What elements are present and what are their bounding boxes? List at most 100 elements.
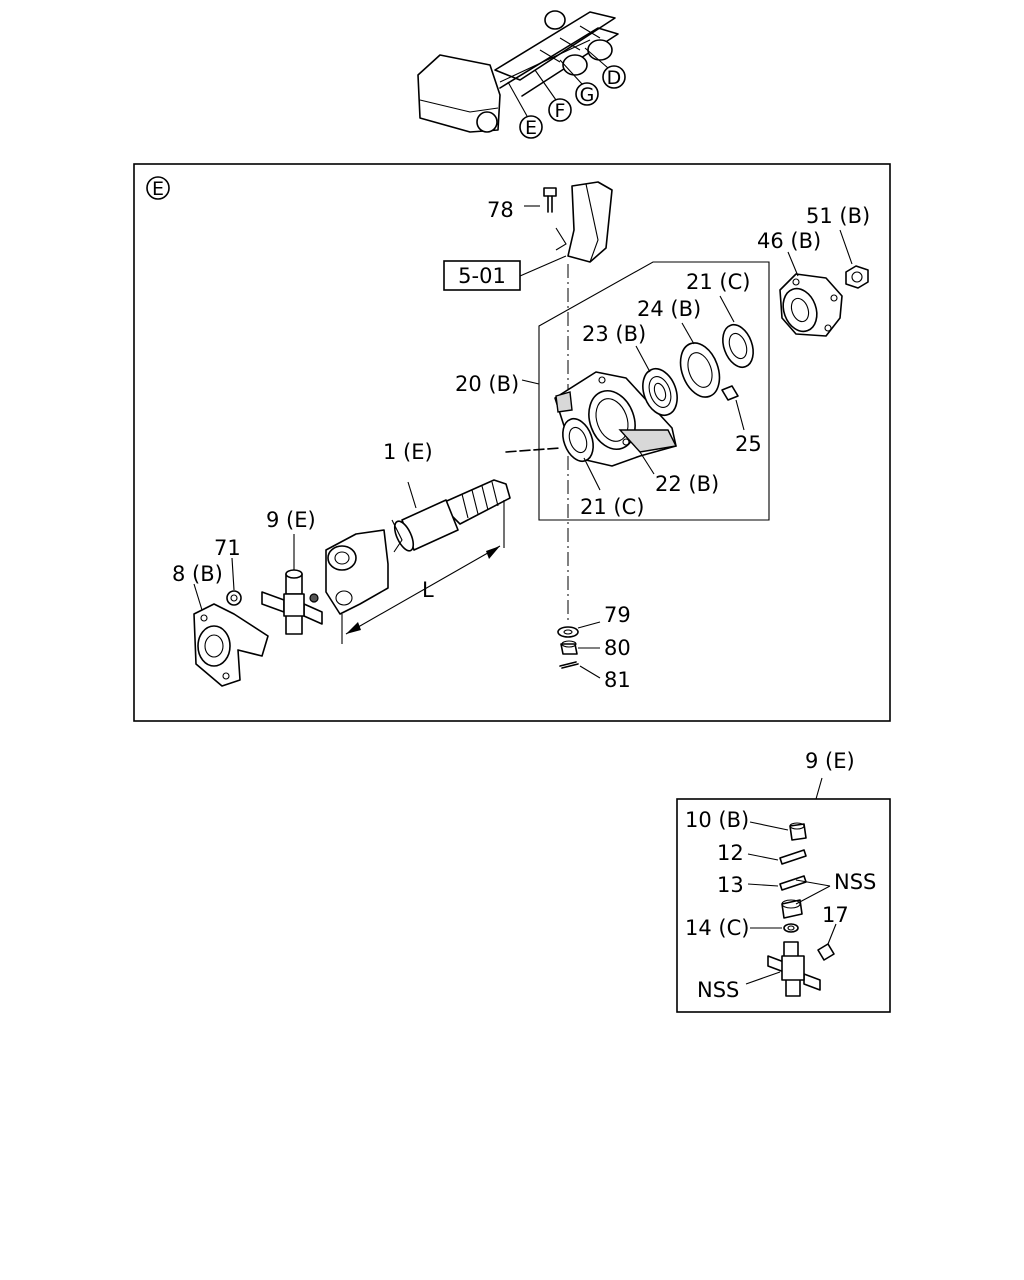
seal-21c-lower-inner <box>568 426 588 454</box>
bearing-cup <box>781 899 803 919</box>
leader-8b <box>193 583 203 611</box>
label-46b: 46 (B) <box>757 229 821 253</box>
main-panel-border <box>133 163 891 722</box>
truck-locator: E F G D <box>417 10 626 139</box>
universal-joint <box>261 569 323 635</box>
grease-nipple-25 <box>721 385 739 401</box>
truck-cab <box>417 54 501 133</box>
label-22b: 22 (B) <box>655 472 719 496</box>
bolt-78-shank <box>547 195 553 213</box>
label-80: 80 <box>604 636 631 660</box>
shaft-break-line <box>391 519 403 553</box>
leader-10b <box>749 821 789 831</box>
label-21c-lower: 21 (C) <box>580 495 644 519</box>
truck-cross-members <box>539 25 601 63</box>
yoke-eye-lower <box>335 590 353 606</box>
shaft-tube-end <box>393 520 415 552</box>
truck-wheel <box>562 54 588 76</box>
dimension-arrow-left <box>346 622 361 634</box>
leader-f <box>534 69 557 101</box>
truck-wheel <box>544 10 566 30</box>
seal-21c-upper <box>722 323 754 369</box>
detail-panel: 9 (E) 10 (B) 12 13 NSS 14 (C) 17 <box>676 749 891 1013</box>
label-24b: 24 (B) <box>637 297 701 321</box>
u-joint-cross-center <box>283 593 305 617</box>
flange-yoke-face <box>197 625 231 667</box>
label-10b: 10 (B) <box>685 808 749 832</box>
label-71: 71 <box>214 536 241 560</box>
leader-23b <box>635 345 651 373</box>
bearing-23b <box>642 367 678 417</box>
nut-71 <box>226 590 242 606</box>
bearing-cup-top <box>781 899 801 909</box>
label-13: 13 <box>717 873 744 897</box>
bearing-23b-bore <box>653 382 667 402</box>
truck-front-wheel <box>476 111 498 133</box>
yoke-eye <box>327 545 357 571</box>
washer-79-hole <box>563 629 573 635</box>
leader-24b <box>681 322 695 345</box>
callout-circle <box>575 82 599 106</box>
companion-flange-bore <box>790 297 810 323</box>
label-20b: 20 (B) <box>455 372 519 396</box>
mounting-bracket-edge <box>585 183 599 263</box>
shaft-spline-teeth <box>461 481 499 519</box>
u-joint-cap-top-face <box>285 569 303 579</box>
housing-hole <box>598 376 606 384</box>
ref-box <box>443 260 521 291</box>
leader-17 <box>827 923 837 945</box>
callout-circle <box>519 115 543 139</box>
cotter-pin-81 <box>559 661 579 669</box>
callout-d: D <box>607 67 622 89</box>
detail-panel-title: 9 (E) <box>805 749 855 773</box>
leader-nss-b <box>745 971 781 985</box>
callout-circle <box>548 98 572 122</box>
yoke-eye-bore <box>334 551 350 565</box>
washer-79 <box>557 626 579 638</box>
truck-driveshaft <box>499 39 591 83</box>
view-label-circle <box>146 176 170 200</box>
callout-g: G <box>580 84 595 106</box>
nut-80-top <box>561 640 577 648</box>
leader-79 <box>577 621 601 629</box>
u-joint-cap-left <box>261 591 285 613</box>
leader-g <box>559 59 583 85</box>
label-8b: 8 (B) <box>172 562 223 586</box>
housing-hole <box>622 438 630 446</box>
bolt-78-head <box>543 187 557 197</box>
seal-21c-upper-inner <box>728 332 748 360</box>
leader-12 <box>747 853 779 861</box>
shaft-yoke <box>325 529 389 615</box>
truck-wheel <box>587 39 613 61</box>
spider-arm-right <box>803 973 821 991</box>
leader-81 <box>579 665 601 679</box>
truck-cab-line <box>419 99 499 113</box>
lock-plate-12 <box>779 849 807 865</box>
plate-13 <box>779 875 807 891</box>
leader-1e <box>407 481 417 509</box>
callout-f: F <box>555 100 566 122</box>
dimension-line <box>345 545 501 635</box>
label-nss-b: NSS <box>697 978 739 1002</box>
cushion-24b-inner <box>687 352 713 388</box>
detail-panel-border <box>676 798 891 1013</box>
bearing-housing-bore-inner <box>595 398 629 442</box>
nut-51b-hole <box>851 271 863 283</box>
bracket-break-line <box>555 227 567 251</box>
dimension-arrow-right <box>486 546 500 559</box>
leader-22b <box>639 451 655 475</box>
cushion-24b <box>679 342 721 398</box>
flange-hole <box>830 294 838 302</box>
nut-51b <box>845 265 869 289</box>
callout-circle <box>602 65 626 89</box>
leader-71 <box>231 557 235 591</box>
leader-25 <box>735 399 745 431</box>
callout-e: E <box>525 117 537 139</box>
label-9e-main: 9 (E) <box>266 508 316 532</box>
leader-20b <box>521 379 540 385</box>
dimension-label: L <box>422 578 434 602</box>
flange-hole <box>824 324 832 332</box>
ref-box-text: 5-01 <box>458 264 506 288</box>
